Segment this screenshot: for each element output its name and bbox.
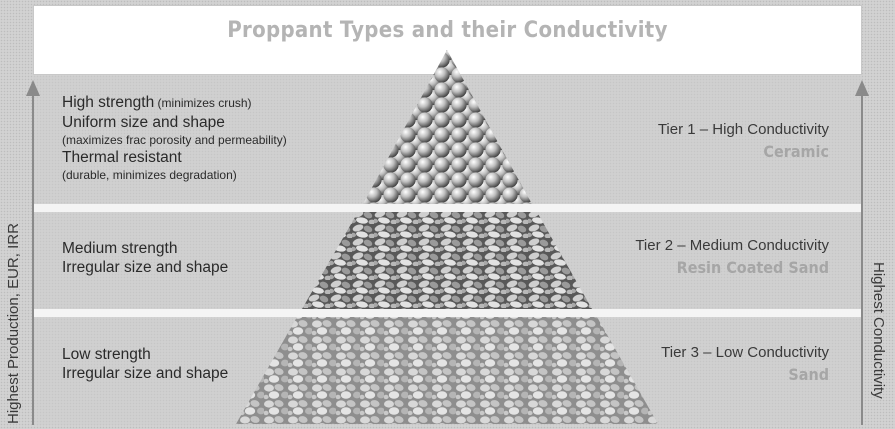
property-note: (maximizes frac porosity and permeabilit…: [62, 132, 287, 148]
property-text: High strength: [62, 94, 154, 111]
property-text: Irregular size and shape: [62, 258, 228, 277]
tier-3-properties: Low strength Irregular size and shape: [62, 345, 228, 383]
tier-2-label-group: Tier 2 – Medium Conductivity Resin Coate…: [635, 237, 829, 277]
property-text: Low strength: [62, 345, 228, 364]
property-text: Uniform size and shape: [62, 114, 225, 131]
tier-2-properties: Medium strength Irregular size and shape: [62, 239, 228, 277]
property-text: Irregular size and shape: [62, 364, 228, 383]
tier-1-properties: High strength (minimizes crush) Uniform …: [62, 93, 287, 183]
property-note: (minimizes crush): [154, 96, 251, 110]
property-note: (durable, minimizes degradation): [62, 167, 287, 183]
property-text: Medium strength: [62, 239, 228, 258]
left-arrow-head: [26, 80, 40, 96]
tier-3-label: Tier 3 – Low Conductivity: [661, 344, 829, 361]
tier-3-label-group: Tier 3 – Low Conductivity Sand: [661, 344, 829, 384]
tier-2-proppant: Resin Coated Sand: [635, 258, 829, 277]
property-text: Thermal resistant: [62, 149, 182, 166]
tier-1-label-group: Tier 1 – High Conductivity Ceramic: [658, 121, 829, 161]
right-arrow-head: [855, 80, 869, 96]
tier-1-proppant: Ceramic: [658, 142, 829, 161]
left-axis-label: Highest Production, EUR, IRR: [5, 223, 22, 424]
right-axis-label: Highest Conductivity: [870, 262, 887, 399]
tier-2-label: Tier 2 – Medium Conductivity: [635, 237, 829, 254]
tier-1-label: Tier 1 – High Conductivity: [658, 121, 829, 138]
tier-3-proppant: Sand: [661, 365, 829, 384]
